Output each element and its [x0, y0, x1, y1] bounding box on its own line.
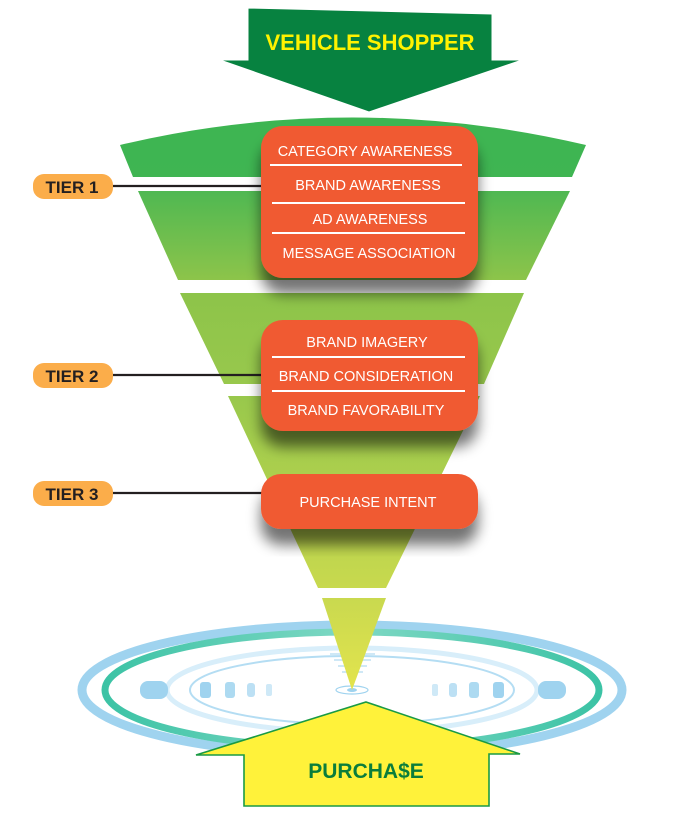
entry-arrow-shape — [219, 7, 523, 113]
funnel-segment-5 — [322, 598, 386, 690]
stage-brand-favorability: BRAND FAVORABILITY — [288, 403, 445, 419]
stage-brand-awareness: BRAND AWARENESS — [295, 178, 441, 194]
target-tick-left — [140, 681, 168, 699]
tier-3-box: PURCHASE INTENT — [261, 474, 478, 529]
entry-arrow: VEHICLE SHOPPER — [219, 7, 523, 113]
tier-1-box: CATEGORY AWARENESS BRAND AWARENESS AD AW… — [261, 126, 478, 278]
target-tick-right — [538, 681, 566, 699]
exit-arrow-shape — [195, 701, 521, 807]
entry-arrow-label: VEHICLE SHOPPER — [265, 30, 474, 55]
target-dashes-left — [200, 682, 272, 698]
stage-message-association: MESSAGE ASSOCIATION — [283, 246, 456, 262]
tier-badge-3: TIER 3 — [33, 481, 113, 506]
tier-2-label: TIER 2 — [46, 367, 99, 386]
stage-brand-consideration: BRAND CONSIDERATION — [279, 369, 454, 385]
exit-arrow-label: PURCHA$E — [308, 760, 424, 783]
tier-connectors — [112, 184, 264, 495]
exit-arrow: PURCHA$E — [195, 701, 521, 807]
tier-1-label: TIER 1 — [46, 178, 99, 197]
tier-badge-2: TIER 2 — [33, 363, 113, 388]
stage-ad-awareness: AD AWARENESS — [313, 212, 428, 228]
stage-purchase-intent: PURCHASE INTENT — [300, 495, 437, 511]
tier-badge-1: TIER 1 — [33, 174, 113, 199]
tier-2-box: BRAND IMAGERY BRAND CONSIDERATION BRAND … — [261, 320, 478, 431]
stage-category-awareness: CATEGORY AWARENESS — [278, 144, 453, 160]
tier-3-label: TIER 3 — [46, 485, 99, 504]
stage-brand-imagery: BRAND IMAGERY — [306, 335, 428, 351]
target-dashes-right — [432, 682, 504, 698]
